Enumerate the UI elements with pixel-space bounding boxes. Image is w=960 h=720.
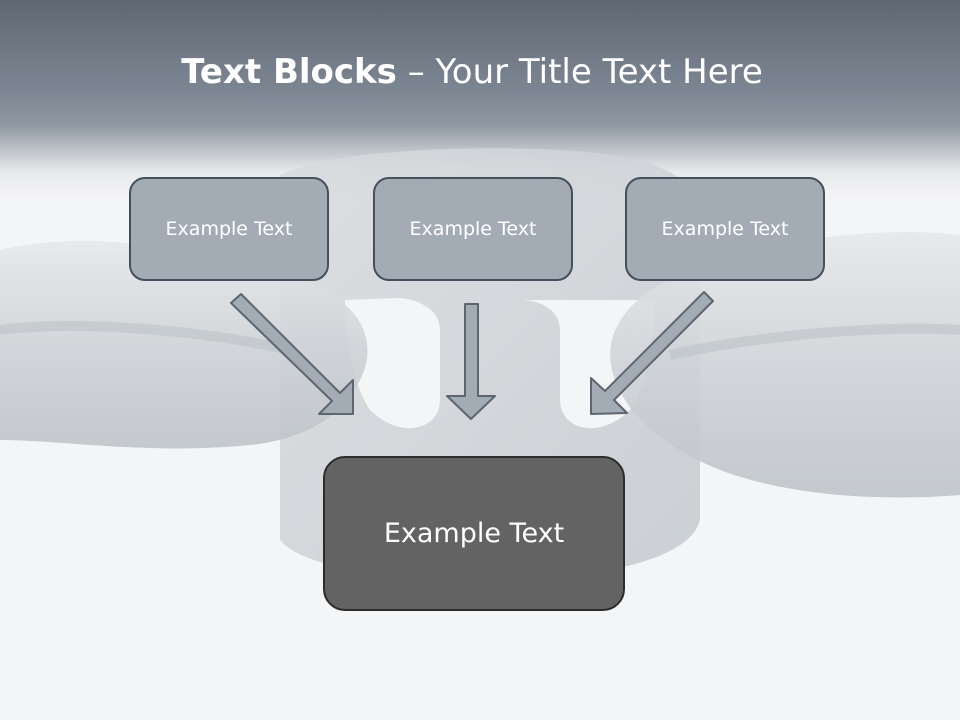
arrow-down-right-icon — [230, 293, 354, 415]
arrow-down-icon — [446, 303, 496, 420]
text-block-3[interactable]: Example Text — [625, 177, 825, 281]
chain-link-left — [0, 241, 368, 449]
title-rest: Your Title Text Here — [435, 52, 763, 92]
text-block-2-label: Example Text — [409, 218, 537, 240]
text-block-1[interactable]: Example Text — [129, 177, 329, 281]
title-bold: Text Blocks — [181, 52, 397, 92]
text-block-1-label: Example Text — [165, 218, 293, 240]
slide-title: Text Blocks – Your Title Text Here — [0, 52, 944, 92]
main-text-block[interactable]: Example Text — [323, 456, 625, 611]
main-text-block-label: Example Text — [383, 518, 565, 549]
title-separator: – — [396, 52, 436, 92]
text-block-2[interactable]: Example Text — [373, 177, 573, 281]
arrow-down-left-icon — [590, 291, 714, 415]
text-block-3-label: Example Text — [661, 218, 789, 240]
